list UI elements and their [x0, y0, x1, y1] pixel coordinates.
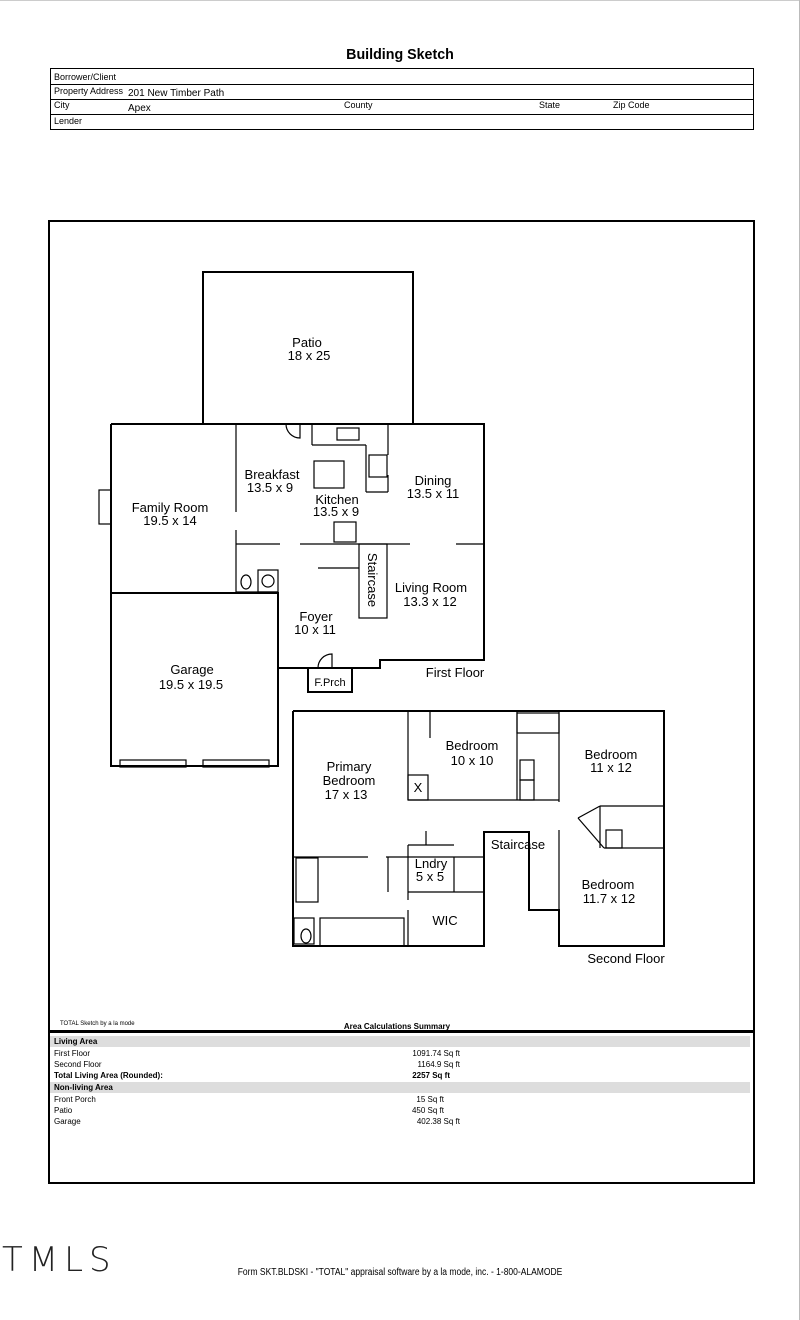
city-row: City Apex County State Zip Code [51, 99, 753, 115]
laundry-size: 5 x 5 [416, 869, 444, 884]
porch-label: Front Porch [54, 1095, 96, 1104]
foyer-name: Foyer [299, 609, 333, 624]
wic-name: WIC [432, 913, 457, 928]
address-label: Property Address [54, 86, 124, 96]
first-floor-label: First Floor [426, 665, 485, 680]
patio-row: Patio 450 Sq ft [50, 1105, 750, 1116]
patio-size: 18 x 25 [288, 348, 331, 363]
living-area-header: Living Area [54, 1037, 98, 1046]
sketch-credit: TOTAL Sketch by a la mode [60, 1021, 135, 1027]
address-value: 201 New Timber Path [128, 88, 225, 99]
bedroom2-size: 10 x 10 [451, 753, 494, 768]
patio-value: 450 Sq ft [411, 1106, 444, 1115]
kitchen-name: Kitchen [315, 492, 358, 507]
porch-value: 15 Sq ft [416, 1095, 444, 1104]
living-room-name: Living Room [395, 580, 467, 595]
lender-row: Lender [51, 114, 753, 129]
summary-divider [48, 1030, 753, 1033]
page-title: Building Sketch [346, 46, 454, 63]
staircase1-name: Staircase [365, 553, 380, 607]
foyer-size: 10 x 11 [294, 622, 336, 637]
dining-size: 13.5 x 11 [407, 486, 460, 501]
bedroom3-name: Bedroom [585, 747, 638, 762]
nonliving-header-row: Non-living Area [50, 1082, 750, 1093]
form-footer: Form SKT.BLDSKI - "TOTAL" appraisal soft… [237, 1267, 563, 1278]
property-info-table: Borrower/Client Property Address 201 New… [50, 68, 754, 130]
kitchen-size: 13.5 x 9 [313, 504, 359, 519]
second-floor-row: Second Floor 1164.9 Sq ft [50, 1059, 750, 1070]
total-row: Total Living Area (Rounded): 2257 Sq ft [50, 1070, 750, 1081]
first-floor-value: 1091.74 Sq ft [412, 1049, 460, 1058]
second-floor-label: Second Floor [587, 951, 665, 966]
staircase2-name: Staircase [491, 837, 545, 852]
primary-bedroom-name1: Primary [327, 759, 372, 774]
front-porch-outline [307, 667, 353, 693]
front-porch-name: F.Prch [314, 677, 345, 689]
sketch-frame [48, 220, 755, 1184]
family-room-size: 19.5 x 14 [143, 513, 197, 528]
total-label: Total Living Area (Rounded): [54, 1071, 163, 1080]
first-floor-row: First Floor 1091.74 Sq ft [50, 1048, 750, 1059]
garage-value: 402.38 Sq ft [416, 1117, 460, 1126]
bedroom4-size: 11.7 x 12 [583, 891, 636, 906]
patio-name: Patio [292, 335, 322, 350]
city-value: Apex [128, 103, 151, 114]
nonliving-header: Non-living Area [54, 1083, 113, 1092]
closet-x: X [414, 780, 423, 795]
porch-row: Front Porch 15 Sq ft [50, 1094, 750, 1105]
bedroom2-name: Bedroom [446, 738, 499, 753]
primary-bedroom-name2: Bedroom [323, 773, 376, 788]
dining-name: Dining [415, 473, 452, 488]
borrower-label: Borrower/Client [54, 72, 117, 82]
county-label: County [344, 100, 373, 110]
primary-bedroom-size: 17 x 13 [325, 787, 368, 802]
family-room-name: Family Room [132, 500, 209, 515]
garage-size: 19.5 x 19.5 [159, 677, 223, 692]
bedroom4-name: Bedroom [582, 877, 635, 892]
garage-outline [110, 592, 279, 767]
living-room-size: 13.3 x 12 [403, 594, 457, 609]
second-floor-label: Second Floor [54, 1060, 102, 1069]
second-floor-outline [292, 710, 665, 947]
garage-row: Garage 402.38 Sq ft [50, 1116, 750, 1127]
state-label: State [539, 100, 561, 110]
breakfast-name: Breakfast [245, 467, 300, 482]
city-label: City [54, 100, 70, 110]
first-floor-label: First Floor [54, 1049, 90, 1058]
patio-label: Patio [54, 1106, 73, 1115]
second-floor-value: 1164.9 Sq ft [417, 1060, 460, 1069]
summary-title: Area Calculations Summary [344, 1022, 451, 1031]
tmls-logo: TMLS [2, 1240, 117, 1280]
garage-label: Garage [54, 1117, 81, 1126]
laundry-name: Lndry [415, 856, 448, 871]
borrower-row: Borrower/Client [51, 69, 753, 85]
zip-label: Zip Code [613, 100, 650, 110]
top-border [0, 0, 800, 1]
living-area-header-row: Living Area [50, 1036, 750, 1047]
lender-label: Lender [54, 116, 83, 126]
first-floor-outline [111, 423, 485, 669]
breakfast-size: 13.5 x 9 [247, 480, 293, 495]
bedroom3-size: 11 x 12 [590, 760, 632, 775]
total-value: 2257 Sq ft [412, 1071, 450, 1080]
garage-name: Garage [170, 662, 213, 677]
address-row: Property Address 201 New Timber Path [51, 84, 753, 100]
